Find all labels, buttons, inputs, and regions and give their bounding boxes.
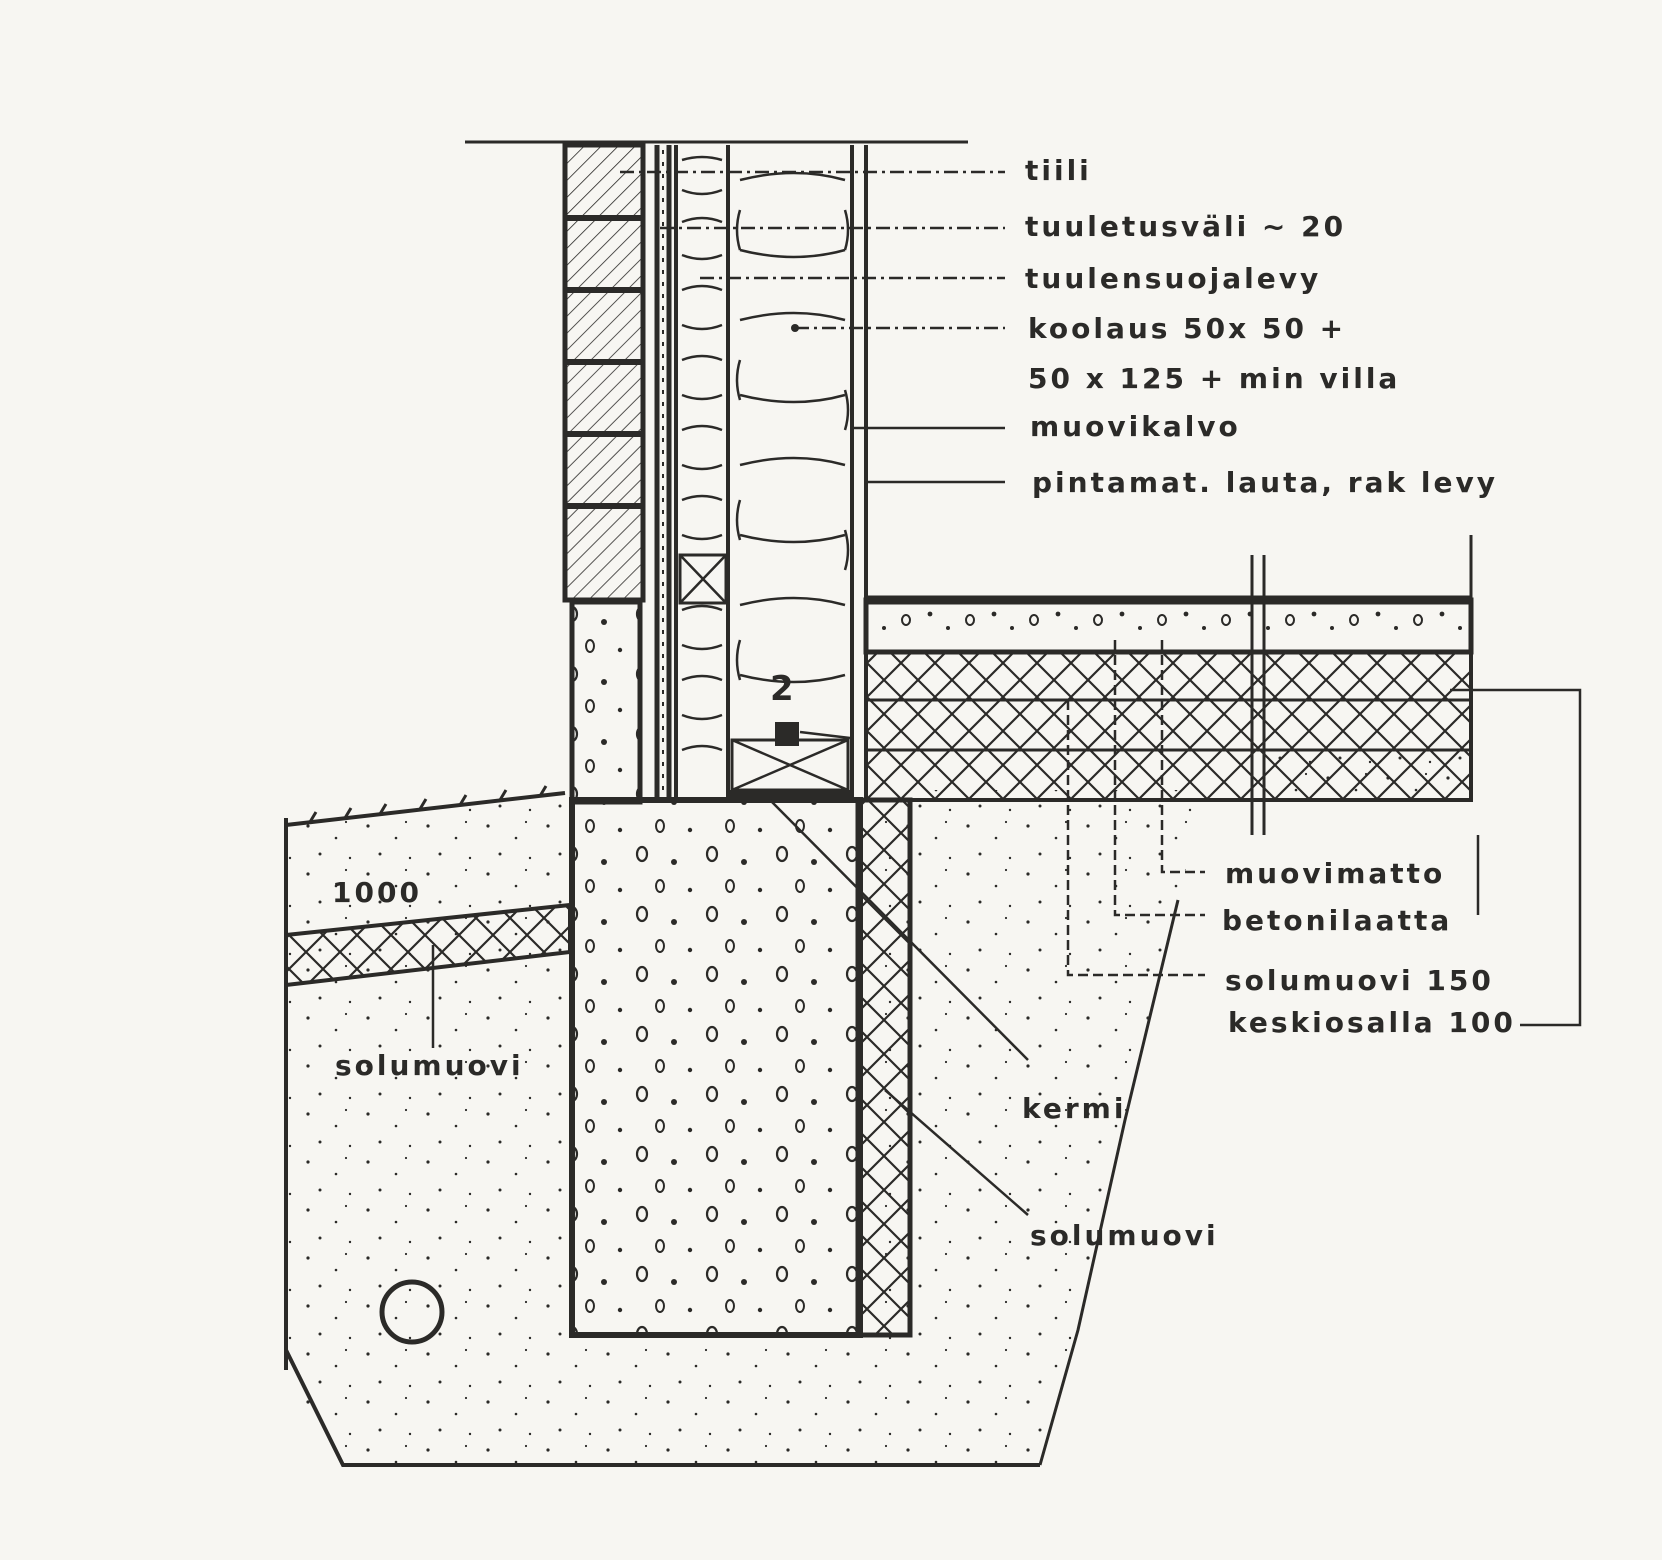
label-kermi: kermi — [1022, 1092, 1126, 1125]
wall-leader-lines — [620, 170, 1005, 740]
left-boundary-line — [284, 818, 1040, 1467]
label-dim-1000: 1000 — [332, 876, 422, 909]
label-muovikalvo: muovikalvo — [1030, 410, 1241, 443]
label-keskiosalla: keskiosalla 100 — [1228, 1006, 1516, 1039]
detail-marker: 2 — [770, 669, 799, 746]
label-solumuovi-left: solumuovi — [335, 1049, 524, 1082]
wool-insulation-layer — [674, 145, 868, 800]
label-tuuletusvali: tuuletusväli ~ 20 — [1025, 210, 1346, 243]
drain-pipe — [379, 1279, 445, 1345]
floor-leader-lines — [1038, 640, 1582, 1466]
label-betonilaatta: betonilaatta — [1222, 904, 1452, 937]
label-koolaus-1: koolaus 50x 50 + — [1028, 312, 1346, 345]
floor-insulation — [864, 650, 1473, 802]
floor-slab — [863, 595, 1474, 655]
detail-marker-number: 2 — [770, 669, 797, 709]
lower-leader-lines — [431, 799, 1029, 1216]
brick-veneer — [562, 142, 646, 603]
ground-surface — [285, 785, 566, 827]
label-tuulensuojalevy: tuulensuojalevy — [1025, 262, 1321, 295]
floor-break-lines — [1250, 535, 1473, 835]
concrete-foundation — [569, 599, 863, 1338]
foundation-side-insulation — [855, 797, 913, 1338]
batten-sections — [678, 553, 852, 800]
label-solumuovi-right: solumuovi — [1030, 1219, 1219, 1252]
label-pintamat: pintamat. lauta, rak levy — [1032, 466, 1498, 499]
label-koolaus-2: 50 x 125 + min villa — [1028, 362, 1400, 395]
label-tiili: tiili — [1025, 154, 1092, 187]
air-gap-and-wind-barrier — [654, 145, 672, 800]
annotation-labels: tiili tuuletusväli ~ 20 tuulensuojalevy … — [332, 154, 1516, 1252]
label-solumuovi-150: solumuovi 150 — [1225, 964, 1494, 997]
label-muovimatto: muovimatto — [1225, 857, 1445, 890]
